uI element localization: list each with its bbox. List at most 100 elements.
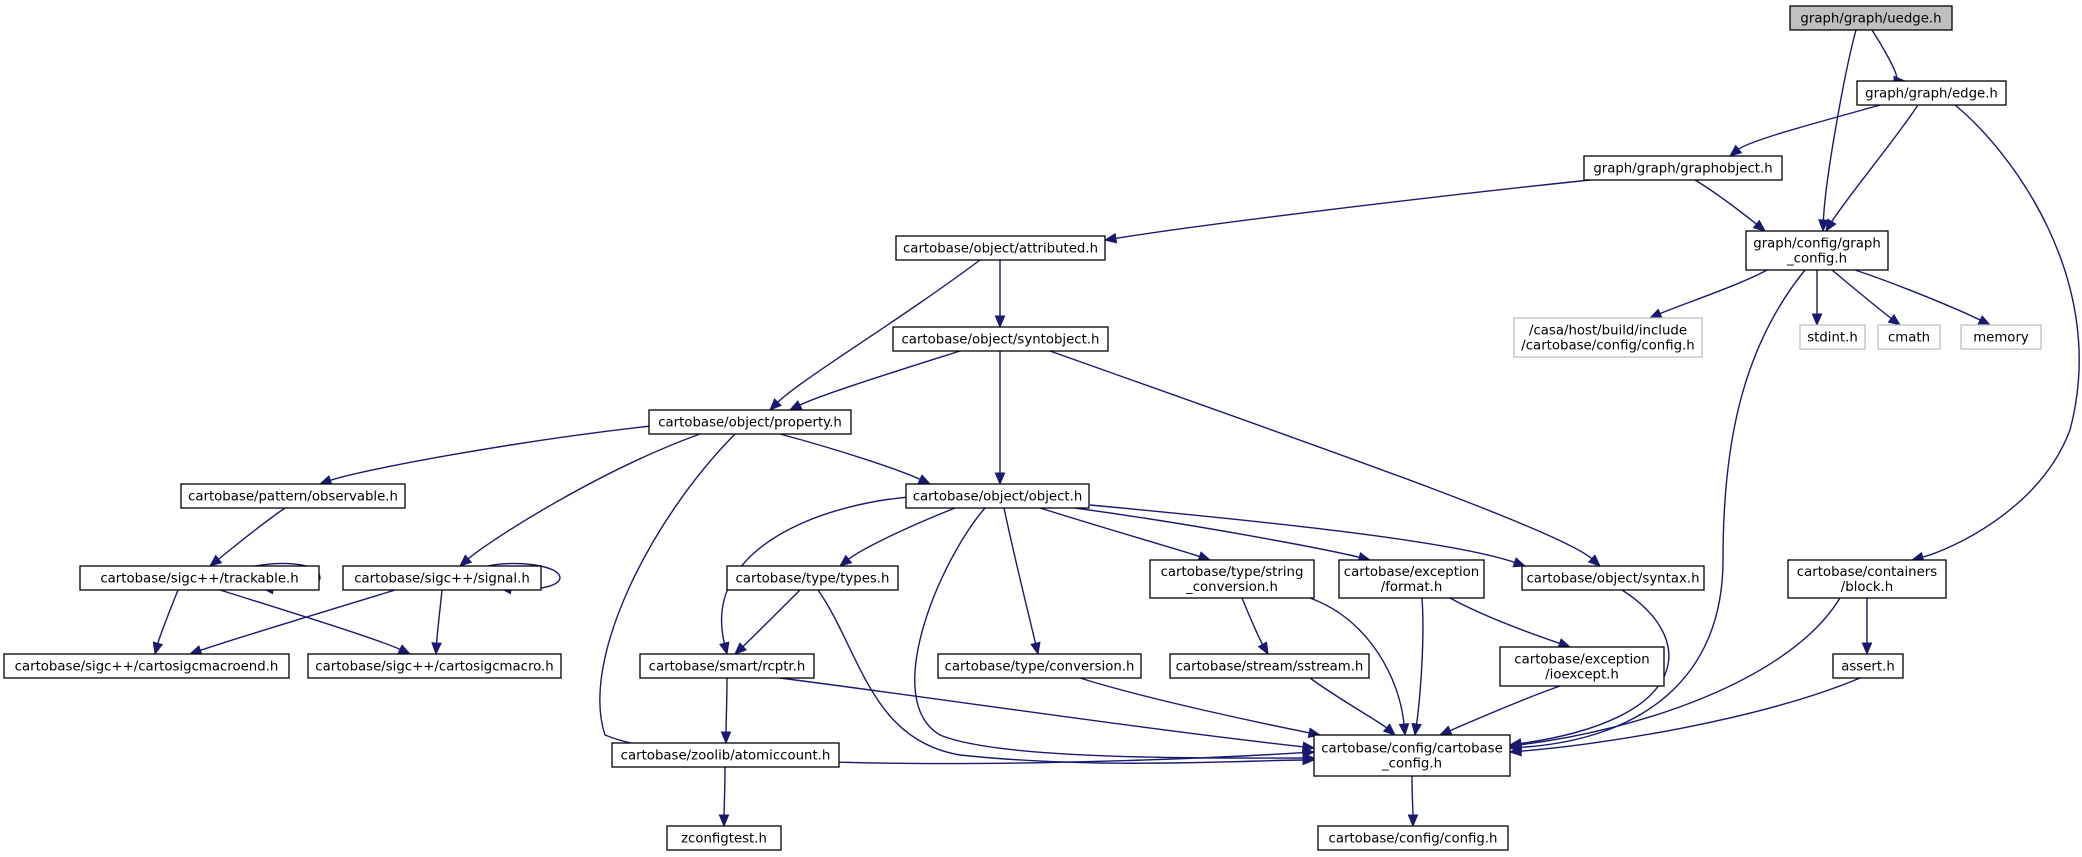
node-object[interactable]: cartobase/object/object.h <box>905 483 1090 509</box>
edge-object-to-types-arrowhead <box>838 554 853 567</box>
node-memory[interactable]: memory <box>1960 324 2042 350</box>
node-types[interactable]: cartobase/type/types.h <box>726 565 899 591</box>
node-cartosigcmacroend[interactable]: cartobase/sigc++/cartosigcmacroend.h <box>3 653 290 679</box>
node-graphobject[interactable]: graph/graph/graphobject.h <box>1583 155 1783 181</box>
node-graph_config-label: _config.h <box>1786 252 1847 267</box>
edge-attributed-to-property <box>769 259 981 411</box>
node-block[interactable]: cartobase/containers/block.h <box>1787 559 1947 599</box>
edge-ioexcept-to-cartobase_config-arrowhead <box>1438 725 1453 736</box>
edge-observable-to-trackable-line <box>217 507 286 561</box>
edge-graph_config-to-cmath <box>1831 269 1902 326</box>
node-attributed-label: cartobase/object/attributed.h <box>903 242 1098 257</box>
edge-sstream-to-cartobase_config <box>1309 677 1396 736</box>
edge-object-to-cartobase_config <box>914 507 1316 764</box>
node-rcptr-label: cartobase/smart/rcptr.h <box>649 660 806 675</box>
node-zconfigtest[interactable]: zconfigtest.h <box>666 825 782 851</box>
edge-graphobject-to-graph_config <box>1694 179 1767 232</box>
node-stdint-label: stdint.h <box>1807 331 1858 346</box>
edge-graphobject-to-attributed-arrowhead <box>1103 232 1118 244</box>
edge-string_conversion-to-sstream-arrowhead <box>1257 641 1269 656</box>
edge-cartobase_config-to-config-arrowhead <box>1407 814 1419 828</box>
edge-attributed-to-property-line <box>776 259 981 404</box>
edge-types-to-cartobase_config-arrowhead <box>1302 754 1316 766</box>
node-observable-label: cartobase/pattern/observable.h <box>188 490 398 505</box>
node-uedge[interactable]: graph/graph/uedge.h <box>1789 5 1953 31</box>
node-attributed[interactable]: cartobase/object/attributed.h <box>895 235 1106 261</box>
node-syntobject[interactable]: cartobase/object/syntobject.h <box>892 326 1109 352</box>
node-graph_config[interactable]: graph/config/graph_config.h <box>1745 230 1889 271</box>
node-syntobject-label: cartobase/object/syntobject.h <box>902 333 1100 348</box>
node-rcptr[interactable]: cartobase/smart/rcptr.h <box>639 653 815 679</box>
edge-types-to-rcptr-arrowhead <box>734 642 748 655</box>
edge-string_conversion-to-sstream <box>1241 597 1269 656</box>
node-syntax-box <box>1521 565 1705 591</box>
node-cartobase_config[interactable]: cartobase/config/cartobase_config.h <box>1313 734 1511 777</box>
edge-object-to-conversion-arrowhead <box>1030 641 1041 656</box>
node-ioexcept[interactable]: cartobase/exception/ioexcept.h <box>1499 646 1665 687</box>
node-cartosigcmacro[interactable]: cartobase/sigc++/cartosigcmacro.h <box>307 653 562 679</box>
node-property-label: cartobase/object/property.h <box>658 416 842 431</box>
node-block-label: cartobase/containers <box>1797 565 1937 580</box>
edge-signal-to-cartosigcmacro-line <box>435 589 443 645</box>
node-trackable-box <box>79 565 320 591</box>
node-casa_config[interactable]: /casa/host/build/include/cartobase/confi… <box>1513 317 1703 358</box>
node-assert[interactable]: assert.h <box>1832 653 1904 679</box>
node-atomiccount-label: cartobase/zoolib/atomiccount.h <box>621 749 831 764</box>
node-string_conversion[interactable]: cartobase/type/string_conversion.h <box>1149 559 1315 599</box>
edge-syntobject-to-syntax-arrowhead <box>1587 554 1601 567</box>
node-cartobase_config-label: cartobase/config/cartobase <box>1321 742 1503 757</box>
edge-graph_config-to-stdint-arrowhead <box>1811 313 1823 327</box>
edge-syntobject-to-object <box>994 350 1006 486</box>
edge-trackable-to-cartosigcmacro <box>219 589 412 655</box>
edge-uedge-to-graph_config-line <box>1822 29 1857 222</box>
node-stdint[interactable]: stdint.h <box>1799 324 1866 350</box>
node-cartobase_config-label: _config.h <box>1381 757 1442 772</box>
edge-string_conversion-to-cartobase_config <box>1309 597 1410 737</box>
node-observable[interactable]: cartobase/pattern/observable.h <box>180 483 406 509</box>
node-config[interactable]: cartobase/config/config.h <box>1317 825 1509 851</box>
node-block-box <box>1787 559 1947 599</box>
node-uedge-label: graph/graph/uedge.h <box>1800 12 1941 27</box>
node-signal[interactable]: cartobase/sigc++/signal.h <box>342 565 542 591</box>
node-atomiccount-box <box>611 742 840 768</box>
node-memory-label: memory <box>1973 331 2029 346</box>
edge-graphobject-to-graph_config-arrowhead <box>1752 219 1767 232</box>
node-cartobase_config-box <box>1313 734 1511 777</box>
node-stdint-box <box>1799 324 1866 350</box>
node-sstream[interactable]: cartobase/stream/sstream.h <box>1169 653 1370 679</box>
node-edge[interactable]: graph/graph/edge.h <box>1856 80 2007 106</box>
edge-block-to-assert <box>1861 598 1873 656</box>
node-block-label: /block.h <box>1841 580 1893 595</box>
node-property[interactable]: cartobase/object/property.h <box>648 409 852 435</box>
edge-object-to-syntax <box>1089 504 1527 568</box>
edges-layer <box>152 29 2080 828</box>
node-cartosigcmacroend-label: cartobase/sigc++/cartosigcmacroend.h <box>15 660 279 675</box>
node-assert-box <box>1832 653 1904 679</box>
node-exc_format[interactable]: cartobase/exception/format.h <box>1338 559 1485 599</box>
edge-edge-to-block-line <box>1921 104 2080 559</box>
edge-exc_format-to-ioexcept-line <box>1449 597 1561 645</box>
node-casa_config-label: /casa/host/build/include <box>1529 324 1687 339</box>
edge-property-to-signal-arrowhead <box>459 554 473 567</box>
node-memory-box <box>1960 324 2042 350</box>
edge-block-to-assert-arrowhead <box>1861 642 1873 656</box>
edge-edge-to-graph_config-arrowhead <box>1825 218 1837 233</box>
edge-graph_config-to-memory-arrowhead <box>1977 315 1992 326</box>
edge-syntobject-to-object-arrowhead <box>994 472 1006 486</box>
edge-atomiccount-to-zconfigtest-arrowhead <box>718 814 730 828</box>
node-atomiccount[interactable]: cartobase/zoolib/atomiccount.h <box>611 742 840 768</box>
node-trackable[interactable]: cartobase/sigc++/trackable.h <box>79 565 320 591</box>
node-syntax[interactable]: cartobase/object/syntax.h <box>1521 565 1705 591</box>
edge-attributed-to-syntobject-arrowhead <box>994 315 1006 329</box>
edge-sstream-to-cartobase_config-line <box>1309 677 1388 729</box>
edge-object-to-conversion-line <box>1003 507 1037 645</box>
node-syntax-label: cartobase/object/syntax.h <box>1526 572 1699 587</box>
node-cmath[interactable]: cmath <box>1877 324 1941 350</box>
node-string_conversion-box <box>1149 559 1315 599</box>
node-observable-box <box>180 483 406 509</box>
node-conversion[interactable]: cartobase/type/conversion.h <box>937 653 1142 679</box>
edge-rcptr-to-atomiccount <box>720 677 732 745</box>
edge-object-to-exc_format <box>1074 507 1372 563</box>
node-cmath-label: cmath <box>1888 331 1930 346</box>
